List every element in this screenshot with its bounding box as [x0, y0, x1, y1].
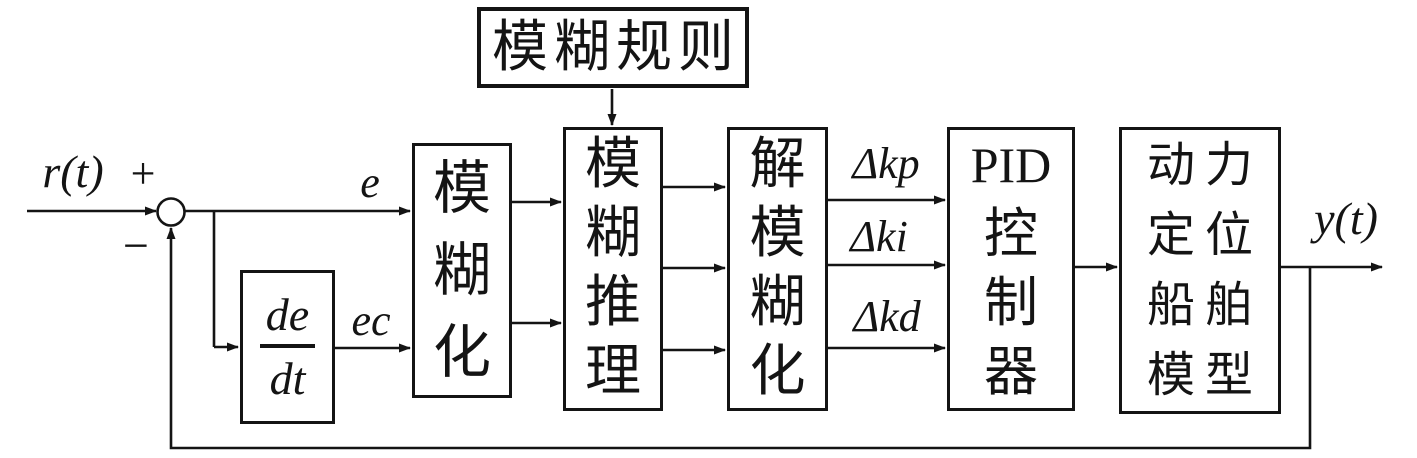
block-derivative: de dt — [240, 270, 335, 424]
pid-controller-line: PID — [970, 137, 1052, 193]
fuzzy-inference-line: 推 — [585, 272, 641, 334]
defuzzification-line: 模 — [749, 203, 806, 265]
label-delta-kd: Δkd — [853, 292, 921, 341]
block-defuzzification: 解 模 糊 化 — [727, 127, 828, 411]
block-fuzzy-inference: 模 糊 推 理 — [563, 127, 663, 411]
ship-model-line: 定位 — [1146, 208, 1263, 262]
label-minus-sign: − — [123, 220, 149, 271]
label-error: e — [360, 158, 380, 207]
label-input-signal: r(t) — [42, 146, 104, 197]
fuzzy-inference-line: 糊 — [585, 203, 641, 265]
fuzzy-inference-line: 模 — [585, 134, 641, 196]
ship-model-line: 模型 — [1146, 348, 1263, 402]
label-delta-kp: Δkp — [852, 139, 920, 188]
ship-model-line: 动力 — [1146, 138, 1263, 192]
summing-junction — [156, 197, 186, 227]
pid-controller-line: 制 — [984, 273, 1038, 333]
block-pid-controller: PID 控 制 器 — [947, 127, 1075, 411]
feedback-line — [166, 227, 1312, 450]
label-plus-sign: + — [130, 149, 156, 198]
defuzzification-line: 解 — [749, 134, 806, 196]
fuzzy-inference-line: 理 — [585, 341, 641, 403]
pid-controller-line: 器 — [984, 342, 1038, 402]
block-fuzzification: 模 糊 化 — [412, 143, 512, 398]
derivative-numerator: de — [265, 289, 310, 340]
fuzzification-line: 模 — [432, 155, 491, 221]
fuzzy-rules-label: 模糊规则 — [492, 16, 740, 79]
block-ship-model: 动力 定位 船舶 模型 — [1119, 127, 1281, 414]
fuzzification-line: 糊 — [432, 237, 491, 303]
label-output-signal: y(t) — [1314, 193, 1378, 244]
pid-controller-line: 控 — [984, 204, 1038, 264]
block-fuzzy-rules: 模糊规则 — [477, 7, 749, 88]
ship-model-line: 船舶 — [1146, 278, 1263, 332]
label-error-change: ec — [351, 296, 391, 345]
derivative-denominator: dt — [259, 344, 316, 402]
defuzzification-line: 化 — [749, 341, 806, 403]
label-delta-ki: Δki — [850, 212, 908, 261]
derivative-fraction: de dt — [259, 289, 316, 402]
fuzzification-line: 化 — [432, 319, 491, 385]
defuzzification-line: 糊 — [749, 272, 806, 334]
